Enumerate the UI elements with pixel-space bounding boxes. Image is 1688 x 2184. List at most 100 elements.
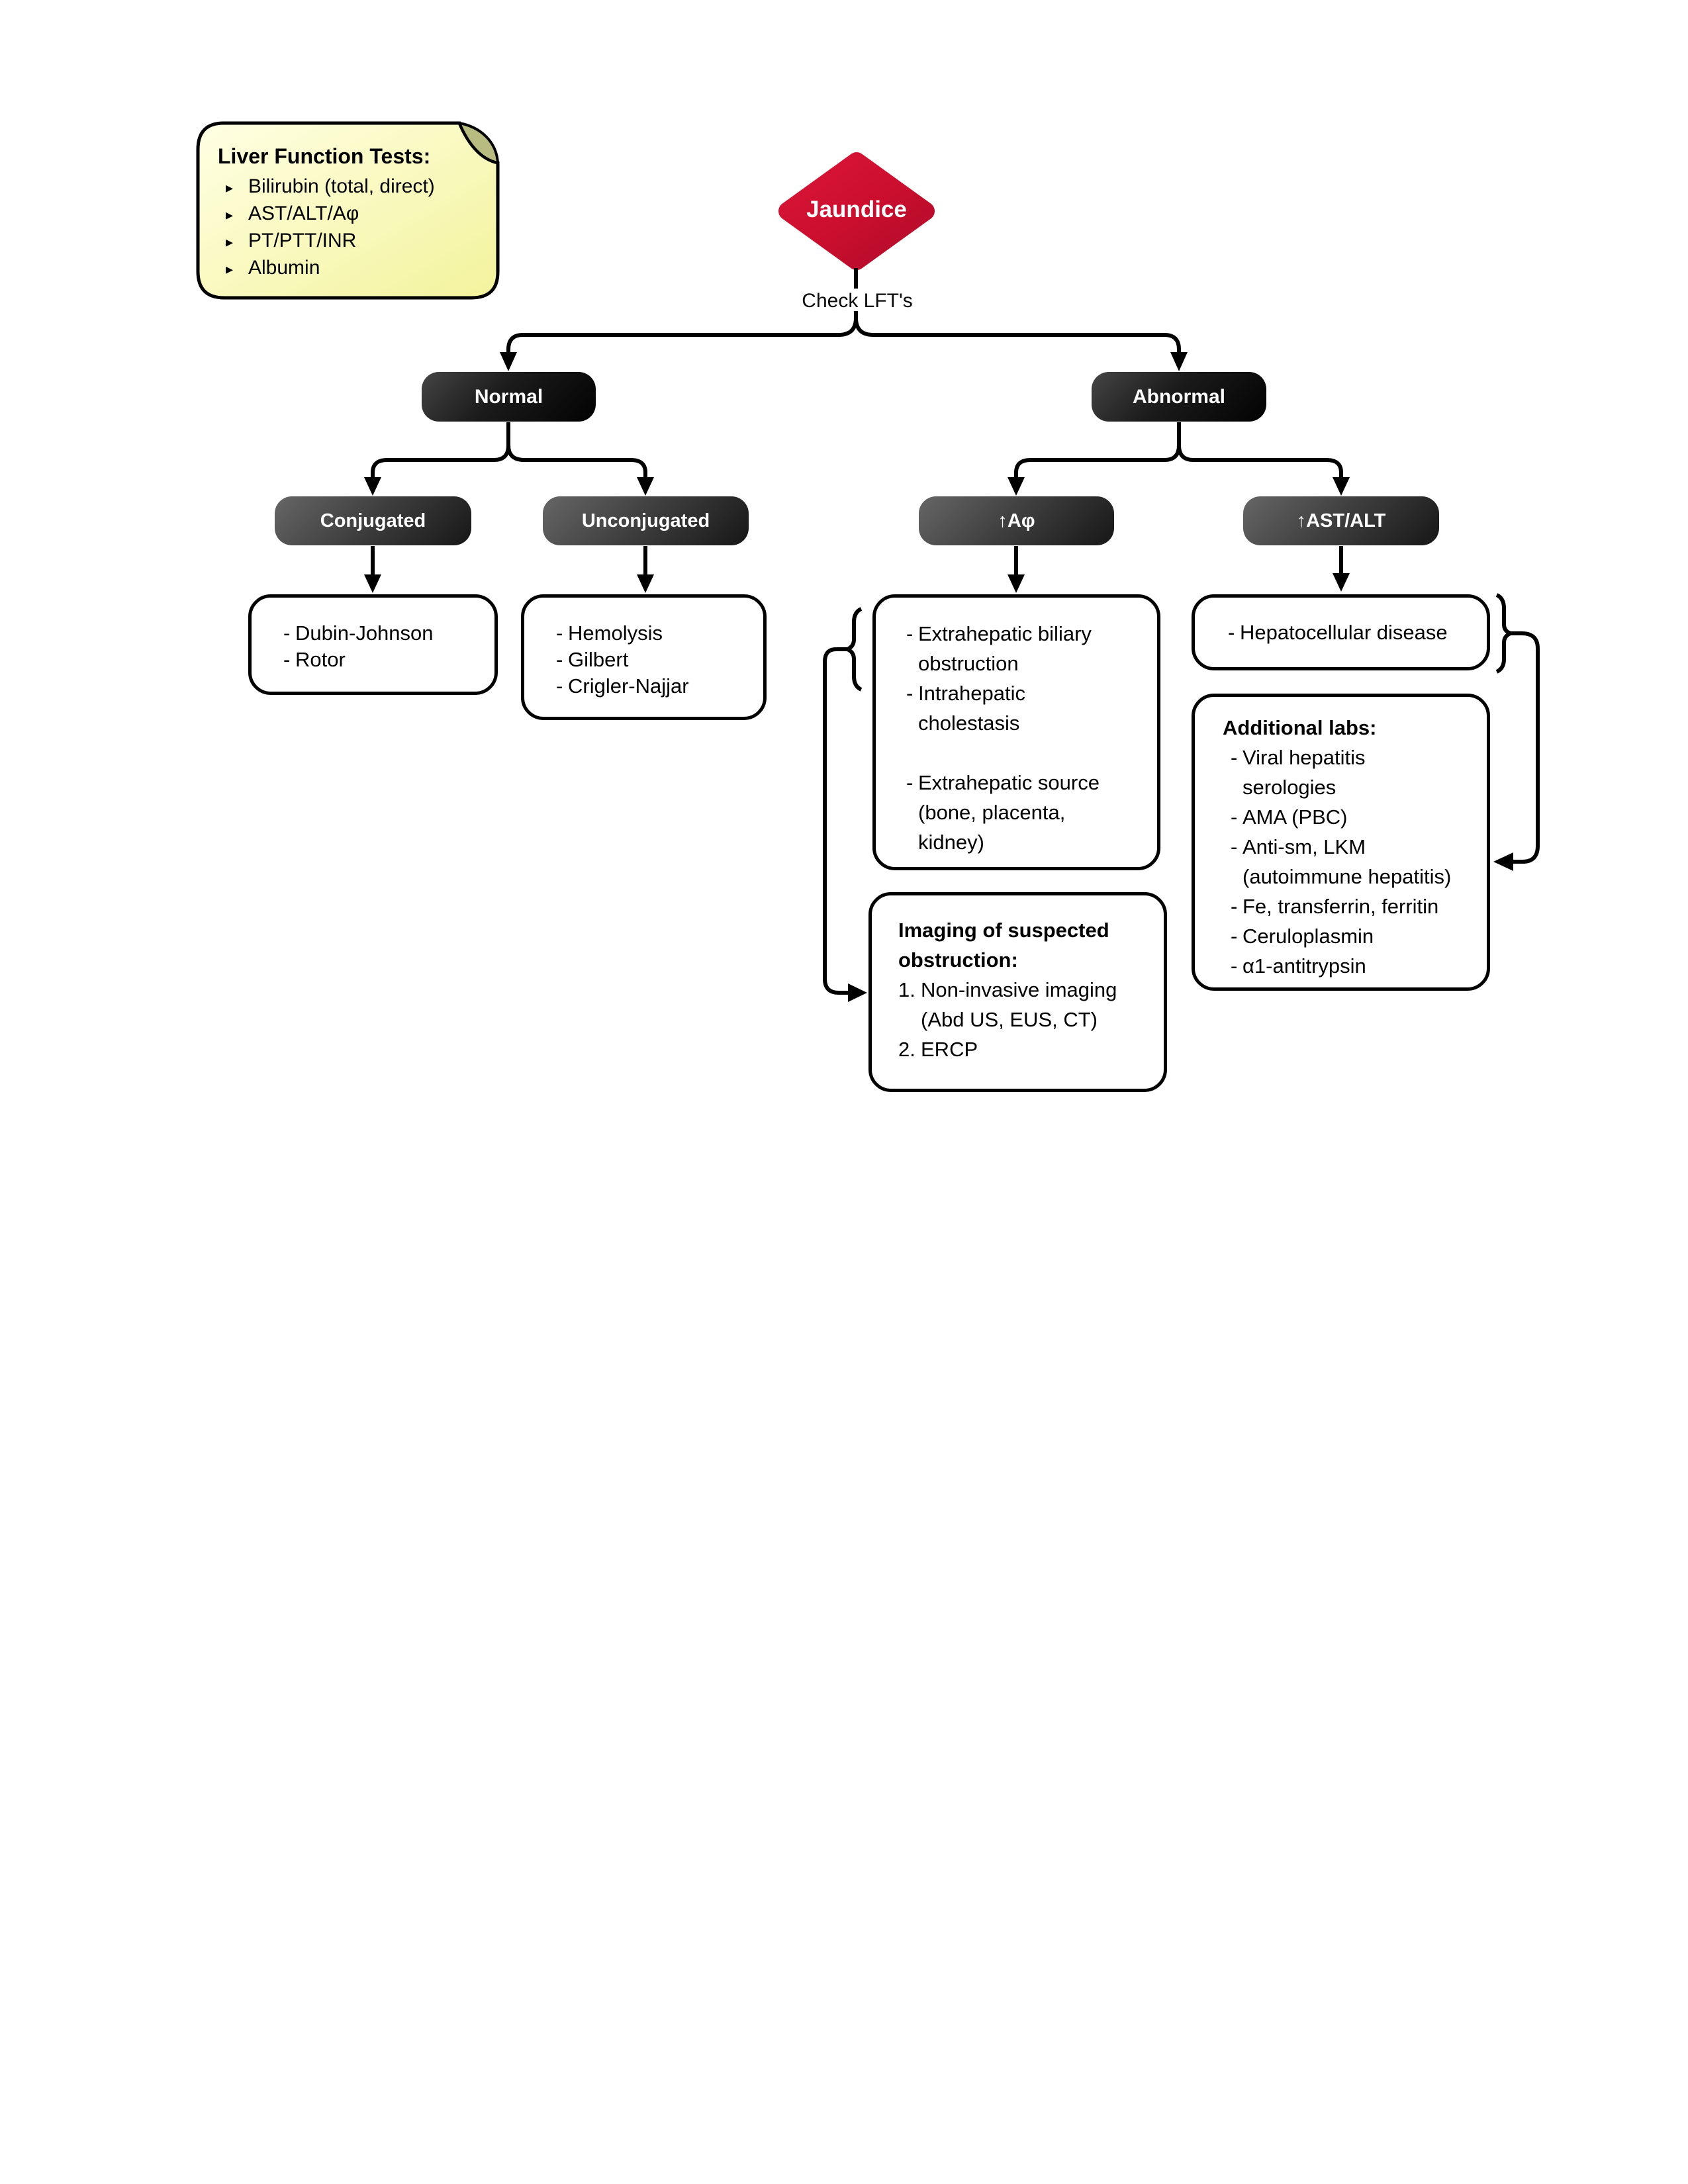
connector-brace-to-imaging <box>823 647 849 995</box>
list-item: -Viral hepatitis serologies <box>1231 743 1455 802</box>
lft-note: Liver Function Tests: ▸Bilirubin (total,… <box>198 123 498 298</box>
alk-phos-causes-group2: -Extrahepatic source (bone, placenta, ki… <box>906 768 1121 857</box>
arrowhead-conjugated-leaf <box>364 574 381 593</box>
leaf-ast-alt-causes: -Hepatocellular disease <box>1192 594 1490 670</box>
bullet-icon: ▸ <box>226 234 234 250</box>
list-item-text: Dubin-Johnson <box>295 621 434 645</box>
additional-labs-list: -Viral hepatitis serologies-AMA (PBC)-An… <box>1231 743 1455 981</box>
list-item: ▸ Albumin <box>226 255 482 282</box>
list-item-text: Hemolysis <box>568 621 663 645</box>
arrowhead-astalt-leaf <box>1333 573 1350 592</box>
list-marker: 2. <box>898 1038 915 1061</box>
alk-phos-causes-group1: -Extrahepatic biliary obstruction-Intrah… <box>906 619 1121 738</box>
sticky-note-fold-icon <box>457 121 500 165</box>
list-marker: - <box>906 682 914 705</box>
node-unconjugated-label: Unconjugated <box>581 510 710 531</box>
list-item: -Fe, transferrin, ferritin <box>1231 891 1455 921</box>
list-item: -Hepatocellular disease <box>1228 617 1474 647</box>
additional-labs-title: Additional labs: <box>1223 716 1377 739</box>
arrowhead-to-imaging <box>848 983 867 1002</box>
list-marker: - <box>556 648 563 671</box>
list-item: -α1-antitrypsin <box>1231 951 1455 981</box>
list-item-text: Crigler-Najjar <box>568 674 689 698</box>
list-item-text: Non-invasive imaging (Abd US, EUS, CT) <box>921 978 1117 1031</box>
node-ast-alt: ↑AST/ALT <box>1243 496 1439 545</box>
imaging-title: Imaging of suspected obstruction: <box>898 919 1109 972</box>
node-abnormal-label: Abnormal <box>1132 385 1225 408</box>
connector-abnormal-to-astalt <box>1177 422 1343 478</box>
jaundice-diamond-shape <box>778 152 935 270</box>
connector-root-to-normal <box>506 311 858 353</box>
bullet-icon: ▸ <box>226 206 234 223</box>
list-marker: - <box>1231 954 1238 978</box>
list-item-text: Viral hepatitis serologies <box>1243 746 1366 799</box>
list-item: ▸ Bilirubin (total, direct) <box>226 173 482 201</box>
list-item: -Extrahepatic biliary obstruction <box>906 619 1121 678</box>
list-item-text: ERCP <box>921 1038 978 1061</box>
leaf-additional-labs: Additional labs: -Viral hepatitis serolo… <box>1192 694 1490 991</box>
arrowhead-alkphos-leaf <box>1008 574 1025 593</box>
list-item: -Anti-sm, LKM (autoimmune hepatitis) <box>1231 832 1455 891</box>
connector-root-to-abnormal <box>854 311 1181 353</box>
list-gap <box>906 738 1121 768</box>
arrowhead-to-labs <box>1493 852 1513 871</box>
list-item-text: Anti-sm, LKM (autoimmune hepatitis) <box>1243 835 1452 888</box>
list-item: 1. Non-invasive imaging (Abd US, EUS, CT) <box>898 975 1136 1034</box>
node-normal-label: Normal <box>474 385 543 408</box>
connector-abnormal-to-alkphos <box>1014 422 1181 478</box>
list-item-text: Fe, transferrin, ferritin <box>1243 895 1439 918</box>
list-item-text: PT/PTT/INR <box>248 230 357 251</box>
list-item-text: Intrahepatic cholestasis <box>918 682 1025 735</box>
list-item-text: Rotor <box>295 648 346 671</box>
node-conjugated-label: Conjugated <box>320 510 426 531</box>
list-item: 2. ERCP <box>898 1034 1136 1064</box>
node-abnormal: Abnormal <box>1092 372 1266 422</box>
bullet-icon: ▸ <box>226 261 234 277</box>
list-marker: - <box>1231 895 1238 918</box>
list-marker: - <box>1228 621 1235 644</box>
list-item-text: AST/ALT/Aφ <box>248 203 359 224</box>
list-item: -Dubin-Johnson <box>283 620 481 647</box>
list-marker: - <box>1231 746 1238 769</box>
arrowhead-to-unconjugated <box>637 477 654 496</box>
list-marker: - <box>1231 805 1238 829</box>
list-marker: - <box>556 621 563 645</box>
list-marker: - <box>1231 835 1238 858</box>
note-list: ▸ Bilirubin (total, direct) ▸ AST/ALT/Aφ ▸ PT… <box>226 173 482 282</box>
list-marker: - <box>283 648 291 671</box>
node-normal: Normal <box>422 372 596 422</box>
list-item-text: Gilbert <box>568 648 629 671</box>
jaundice-node-label: Jaundice <box>806 197 907 222</box>
list-item: -Extrahepatic source (bone, placenta, ki… <box>906 768 1121 857</box>
list-item-text: Extrahepatic source (bone, placenta, kid… <box>918 771 1100 854</box>
list-item: -Ceruloplasmin <box>1231 921 1455 951</box>
node-conjugated: Conjugated <box>275 496 471 545</box>
list-item-text: α1-antitrypsin <box>1243 954 1366 978</box>
leaf-conjugated-causes: -Dubin-Johnson-Rotor <box>248 594 498 695</box>
list-marker: - <box>906 771 914 794</box>
list-item-text: Albumin <box>248 257 320 279</box>
arrowhead-to-alkphos <box>1008 477 1025 496</box>
list-marker: - <box>1231 925 1238 948</box>
list-marker: - <box>906 622 914 645</box>
list-item: -Gilbert <box>556 647 750 673</box>
arrowhead-to-conjugated <box>364 477 381 496</box>
imaging-list: 1. Non-invasive imaging (Abd US, EUS, CT)… <box>898 975 1136 1064</box>
list-item-text: Bilirubin (total, direct) <box>248 175 435 197</box>
node-unconjugated: Unconjugated <box>543 496 749 545</box>
list-marker: - <box>556 674 563 698</box>
node-alk-phos-label: ↑Aφ <box>998 510 1035 531</box>
list-item-text: Extrahepatic biliary obstruction <box>918 622 1092 675</box>
list-marker: 1. <box>898 978 915 1001</box>
node-alk-phos: ↑Aφ <box>919 496 1114 545</box>
node-ast-alt-label: ↑AST/ALT <box>1296 510 1386 531</box>
list-item: -Hemolysis <box>556 620 750 647</box>
list-item-text: Ceruloplasmin <box>1243 925 1374 948</box>
list-item: ▸ AST/ALT/Aφ <box>226 201 482 228</box>
bullet-icon: ▸ <box>226 179 234 196</box>
arrowhead-unconjugated-leaf <box>637 574 654 593</box>
list-item: -Intrahepatic cholestasis <box>906 678 1121 738</box>
list-item: -Crigler-Najjar <box>556 673 750 700</box>
